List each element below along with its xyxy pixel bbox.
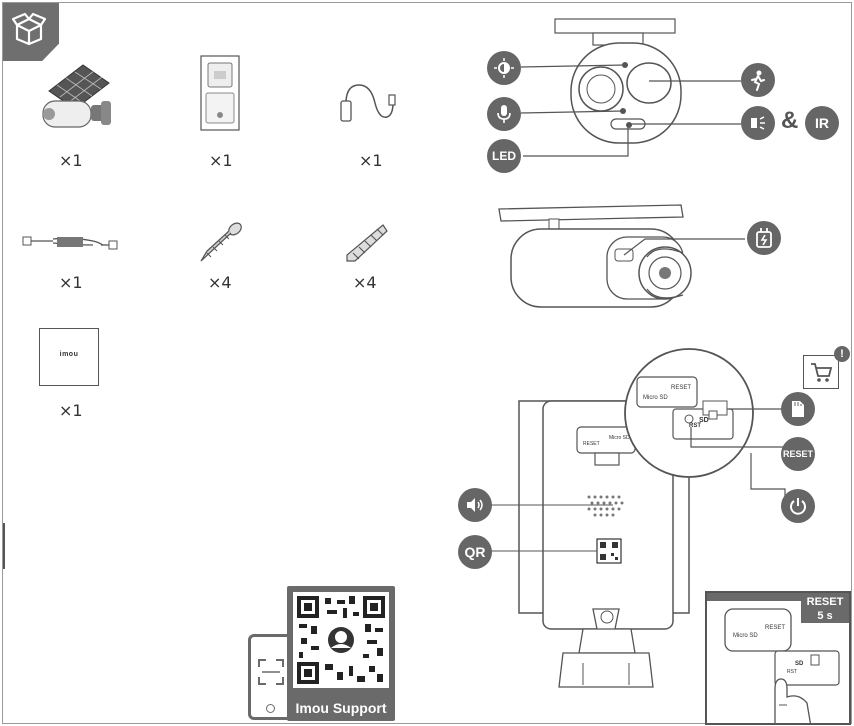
usb-cable-qty: ×1 [359,151,383,170]
support-qr-code[interactable] [293,592,389,688]
manual-logo: imou [59,351,79,358]
spotlight-icon [741,106,775,140]
phone-scan-icon [248,634,294,720]
imou-support-card[interactable]: Imou Support [287,586,395,721]
light-sensor-icon [487,51,521,85]
motion-person-icon [741,63,775,97]
box-open-icon [11,12,47,46]
page-edge-mark [3,523,5,569]
and-symbol: & [781,107,799,134]
screw-illustration [200,222,242,262]
support-label: Imou Support [295,700,387,716]
mount-template-illustration [200,55,240,131]
reset-inset: RESET 5 s Micro SD RESET SD RST [705,591,851,725]
reset-badge: RESET [781,437,815,471]
manual-qty: ×1 [59,401,83,420]
svg-text:Micro SD: Micro SD [643,395,668,401]
anchor-illustration [346,224,388,262]
qr-badge: QR [458,535,492,569]
camera-qty: ×1 [59,151,83,170]
microphone-icon [487,97,521,131]
svg-text:SD: SD [795,661,804,667]
camera-front-diagram [520,18,741,157]
screws-qty: ×4 [208,273,232,292]
manual-illustration: imou [39,328,99,386]
svg-text:Micro SD: Micro SD [609,435,630,441]
rst-label: RST [689,423,701,429]
usb-cable-illustration [340,84,396,122]
anchors-qty: ×4 [353,273,377,292]
sd-card-icon [781,392,815,426]
alert-icon: ! [834,346,850,362]
camera-illustration [42,64,111,128]
power-icon [781,489,815,523]
charging-port-icon [747,221,781,255]
svg-text:RESET: RESET [583,441,600,447]
svg-text:RESET: RESET [765,625,785,631]
extension-cable-qty: ×1 [59,273,83,292]
template-qty: ×1 [209,151,233,170]
camera-side-diagram [498,204,745,308]
inset-title: RESET [806,596,844,608]
package-contents-corner [3,3,59,61]
cart-box [803,355,839,389]
speaker-icon [458,488,492,522]
ir-badge: IR [805,106,839,140]
svg-text:Micro SD: Micro SD [733,633,758,639]
camera-back-diagram: RESET Micro SD Micro SD RESET [473,348,799,688]
svg-text:RESET: RESET [671,385,691,391]
inset-header: RESET 5 s [801,593,849,623]
svg-text:RST: RST [787,669,797,675]
led-badge: LED [487,139,521,173]
extension-cable-illustration [22,236,118,250]
cart-icon [811,363,833,382]
inset-duration: 5 s [817,610,833,622]
sd-label: SD [699,417,709,424]
